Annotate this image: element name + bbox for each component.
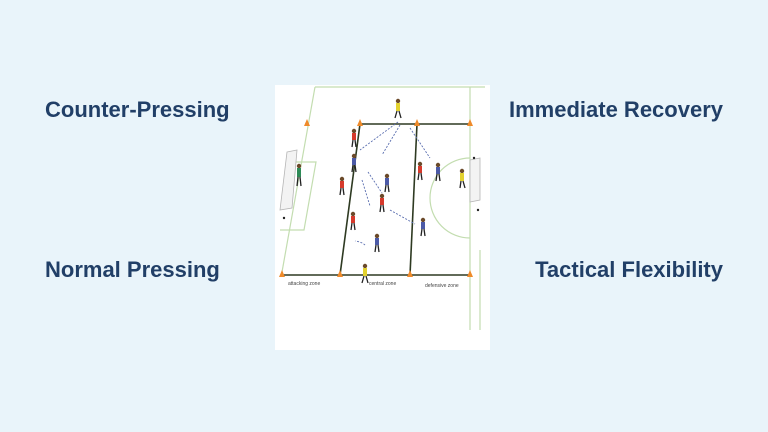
goalkeeper: [296, 163, 302, 187]
cone: [279, 270, 285, 277]
movement-arrows: [354, 121, 431, 246]
red-player: [417, 161, 423, 181]
blue-player: [374, 233, 380, 253]
cones: [279, 119, 473, 277]
cone: [407, 270, 413, 277]
ball: [282, 216, 286, 220]
counter-pressing-label: Counter-Pressing: [45, 97, 230, 122]
central-zone-label: central zone: [369, 281, 396, 287]
cone: [337, 270, 343, 277]
cone: [467, 270, 473, 277]
right-goal: [469, 157, 481, 203]
blue-player: [435, 162, 441, 182]
ball: [476, 208, 480, 212]
blue-player: [420, 217, 426, 237]
players: [296, 98, 466, 284]
cone: [357, 119, 363, 126]
red-player: [379, 193, 385, 213]
normal-pressing-label: Normal Pressing: [45, 257, 220, 282]
neutral-player: [394, 98, 402, 119]
red-player: [339, 176, 345, 196]
neutral-player: [459, 168, 466, 189]
blue-player: [384, 173, 390, 193]
immediate-recovery-label: Immediate Recovery: [509, 97, 723, 122]
left-goal: [279, 149, 298, 211]
blue-player: [351, 153, 357, 173]
pitch-svg: attacking zone central zone defensive zo…: [275, 85, 490, 350]
attacking-zone-label: attacking zone: [288, 281, 320, 287]
cone: [304, 119, 310, 126]
diagram-background: [275, 85, 490, 350]
cone: [467, 119, 473, 126]
pitch-diagram: attacking zone central zone defensive zo…: [270, 80, 500, 360]
ball: [472, 156, 476, 160]
pitch-lines: [280, 86, 485, 330]
red-player: [351, 128, 357, 148]
cone: [414, 119, 420, 126]
red-player: [350, 211, 356, 231]
neutral-player: [361, 263, 369, 284]
defensive-zone-label: defensive zone: [425, 283, 459, 289]
balls: [282, 156, 480, 220]
tactical-flexibility-label: Tactical Flexibility: [535, 257, 723, 282]
